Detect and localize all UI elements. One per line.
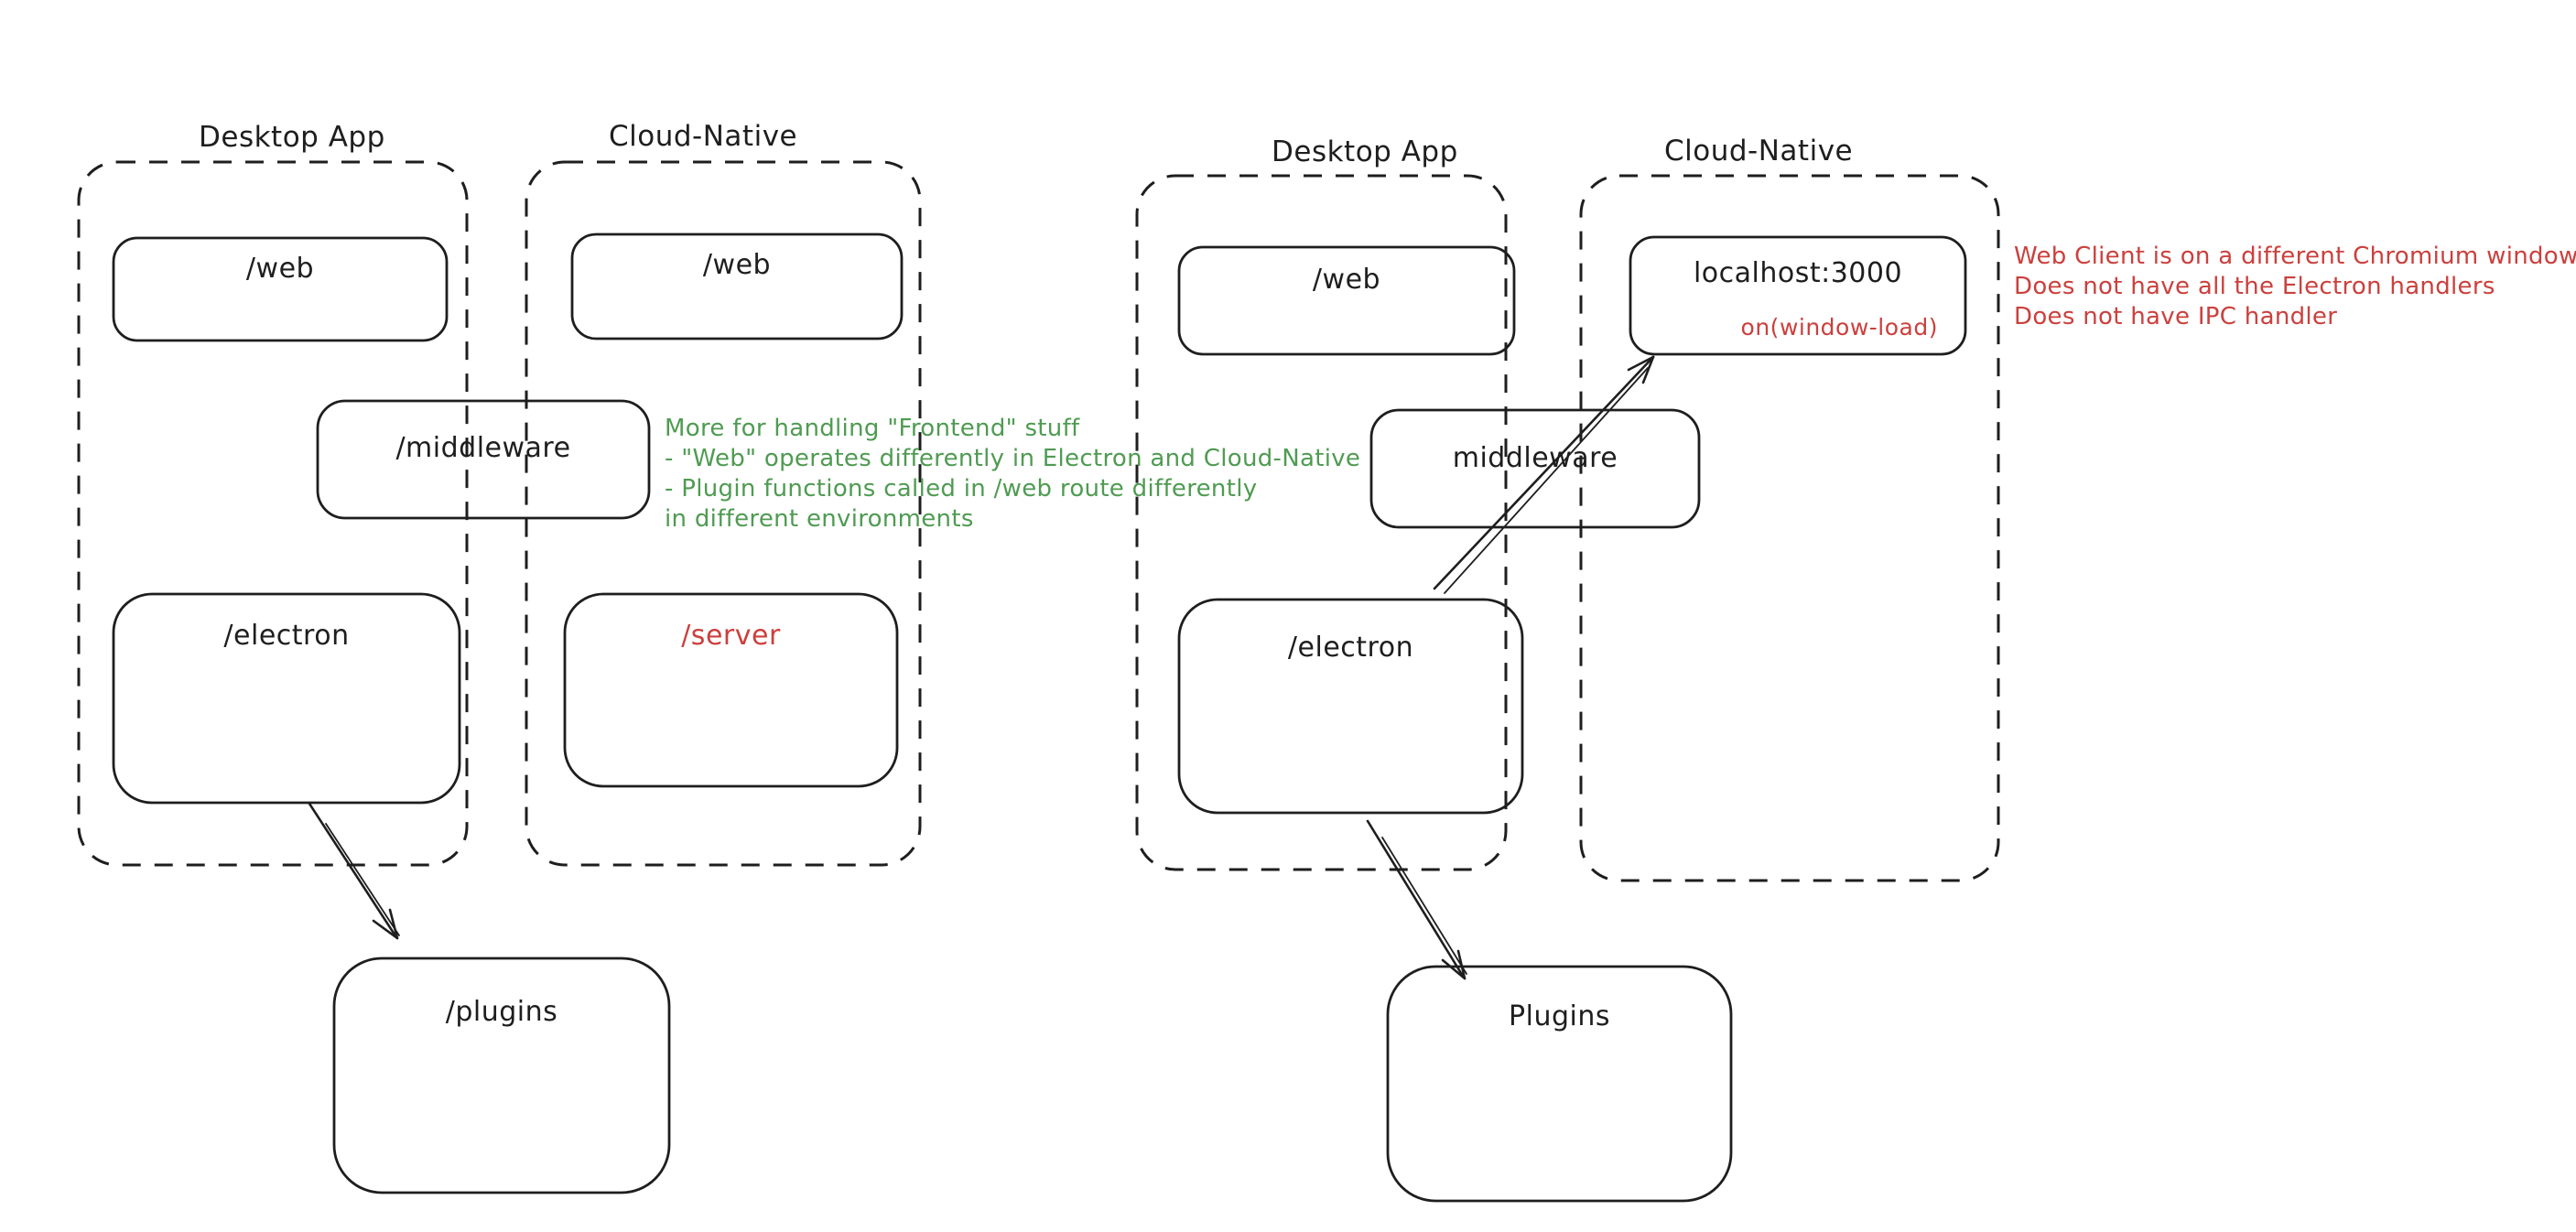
right-middleware-label: middleware — [1452, 442, 1618, 474]
right-desktop-app-container-outline[interactable] — [1135, 174, 1508, 871]
green-note-line: - "Web" operates differently in Electron… — [665, 445, 1361, 472]
arrow-left-electron-to-plugins[interactable] — [308, 802, 400, 940]
red-note-line: Web Client is on a different Chromium wi… — [2014, 243, 2576, 270]
left-server-box-outline[interactable] — [563, 592, 899, 788]
green-middleware-note[interactable]: More for handling "Frontend" stuff - "We… — [665, 414, 1360, 535]
right-web-label: /web — [1312, 264, 1381, 296]
red-note-line: Does not have all the Electron handlers — [2014, 273, 2495, 300]
right-on-window-load-label: on(window-load) — [1740, 314, 1938, 340]
left-middleware-label: /middleware — [395, 432, 571, 464]
right-localhost-label: localhost:3000 — [1693, 257, 1903, 289]
left-plugins-box-outline[interactable] — [332, 956, 671, 1194]
right-desktop-app-group-label: Desktop App — [1272, 135, 1458, 168]
left-web-desktop-box-outline[interactable] — [112, 236, 449, 342]
left-desktop-app-group-label: Desktop App — [199, 121, 385, 154]
right-electron-box-outline[interactable] — [1177, 598, 1524, 815]
right-web-box-outline[interactable] — [1177, 245, 1516, 356]
left-desktop-app-container-outline[interactable] — [77, 160, 469, 867]
right-plugins-box-outline[interactable] — [1386, 965, 1733, 1203]
left-web-cloud-box-outline[interactable] — [570, 232, 904, 340]
left-electron-label: /electron — [223, 620, 350, 652]
red-web-client-note[interactable]: Web Client is on a different Chromium wi… — [2014, 242, 2576, 332]
left-server-label: /server — [681, 620, 781, 652]
right-cloud-native-group-label: Cloud-Native — [1664, 135, 1854, 168]
left-middleware-box-outline[interactable] — [316, 399, 651, 520]
green-note-line: More for handling "Frontend" stuff — [665, 415, 1080, 442]
red-note-line: Does not have IPC handler — [2014, 303, 2338, 330]
green-note-line: - Plugin functions called in /web route … — [665, 475, 1258, 503]
left-web-cloud-label: /web — [702, 249, 772, 281]
left-plugins-label: /plugins — [445, 996, 558, 1028]
arrow-right-electron-to-plugins[interactable] — [1366, 819, 1467, 980]
left-cloud-native-group-label: Cloud-Native — [609, 120, 798, 153]
left-cloud-native-container-outline[interactable] — [525, 160, 922, 867]
green-note-line: in different environments — [665, 505, 974, 533]
right-electron-label: /electron — [1287, 632, 1414, 664]
right-middleware-box-outline[interactable] — [1369, 408, 1701, 529]
right-plugins-label: Plugins — [1509, 1000, 1610, 1032]
right-localhost-box-outline[interactable] — [1629, 235, 1967, 356]
left-web-desktop-label: /web — [245, 253, 315, 285]
left-electron-box-outline[interactable] — [112, 592, 461, 805]
arrow-right-electron-to-localhost[interactable] — [1433, 355, 1655, 594]
